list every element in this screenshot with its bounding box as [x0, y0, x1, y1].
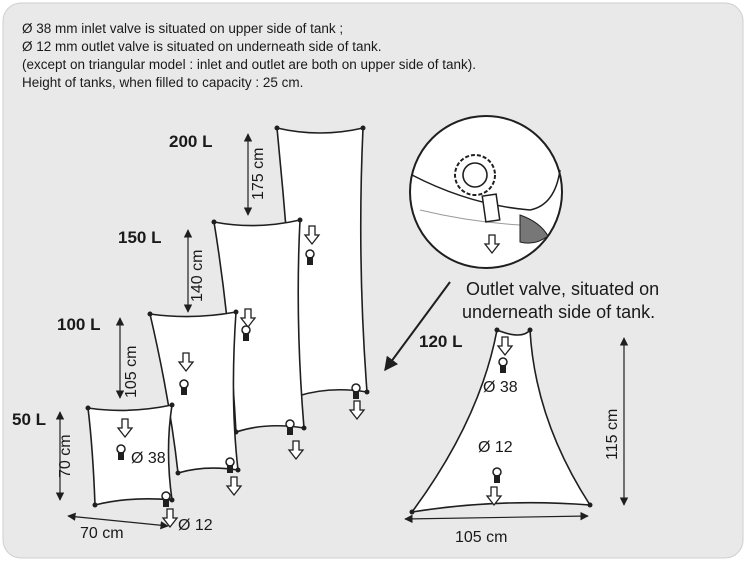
tank-150l-height: 140 cm: [189, 250, 206, 302]
callout-arrow: [384, 281, 451, 372]
callout-line1: Outlet valve, situated on: [466, 279, 659, 299]
inlet-valve-icon: [498, 357, 508, 374]
callout-line2: underneath side of tank.: [462, 302, 655, 322]
tank-200l-capacity: 200 L: [169, 132, 212, 151]
note-line: Ø 38 mm inlet valve is situated on upper…: [22, 21, 344, 36]
dimension-line: [67, 512, 169, 530]
tank-150l-capacity: 150 L: [118, 228, 161, 247]
spec-notes: Ø 38 mm inlet valve is situated on upper…: [22, 20, 476, 92]
inlet-valve-icon: [305, 249, 315, 266]
tank-120l-height: 115 cm: [604, 409, 621, 460]
outlet-valve-icon: [351, 383, 361, 400]
tank-50l-width: 70 cm: [80, 525, 124, 542]
tank-120l-outlet: Ø 12: [478, 439, 513, 456]
outlet-valve-icon: [285, 419, 295, 436]
tank-120l-width: 105 cm: [455, 529, 507, 546]
tank-50l-height: 70 cm: [57, 434, 74, 478]
outlet-valve-icon: [492, 467, 502, 484]
tank-200l: 175 cm 200 L: [169, 125, 370, 420]
tank-100l-capacity: 100 L: [57, 315, 100, 334]
tank-50l: Ø 38 Ø 12 70 cm 50 L 70 cm: [12, 402, 213, 542]
tank-100l-height: 105 cm: [123, 346, 140, 398]
inlet-valve-icon: [116, 444, 126, 461]
tank-120l-capacity: 120 L: [419, 332, 462, 351]
outlet-valve-icon: [161, 491, 171, 508]
note-line: Ø 12 mm outlet valve is situated on unde…: [22, 39, 382, 54]
tank-50l-outlet: Ø 12: [178, 517, 213, 534]
tank-120l: Ø 38 Ø 12 115 cm 120 L 105 cm: [404, 327, 629, 546]
valve-detail-inset: [409, 115, 563, 269]
tank-50l-capacity: 50 L: [12, 410, 46, 429]
note-line: (except on triangular model : inlet and …: [22, 57, 477, 72]
tank-150l: 140 cm 150 L: [118, 217, 320, 460]
note-line: Height of tanks, when filled to capacity…: [22, 75, 304, 90]
dimension-line: [404, 511, 589, 524]
tank-50l-inlet: Ø 38: [131, 450, 166, 467]
tank-200l-height: 175 cm: [250, 148, 267, 200]
inlet-valve-icon: [241, 325, 251, 342]
outlet-valve-icon: [225, 457, 235, 474]
valve-icon: [179, 379, 189, 396]
tank-120l-inlet: Ø 38: [483, 379, 518, 396]
